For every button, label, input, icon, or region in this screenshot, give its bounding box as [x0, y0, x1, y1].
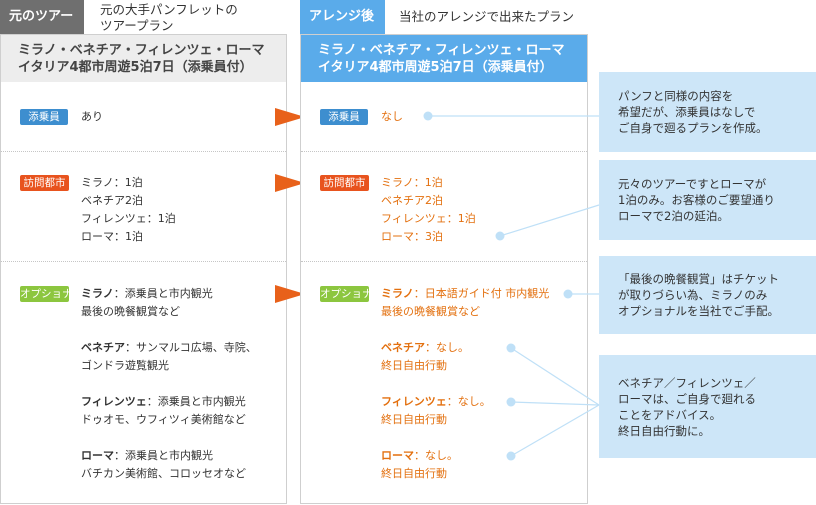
list-item: ベネチア2泊 [81, 194, 143, 207]
arrow-right-icon [275, 108, 305, 126]
arranged-guide-value: なし [381, 110, 403, 123]
list-item: ミラノ：1泊 [381, 176, 443, 189]
list-item: フィレンツェ：1泊 [81, 212, 176, 225]
cities-badge: 訪問都市 [20, 175, 69, 191]
arrow-right-icon [275, 174, 305, 192]
original-optional-roma: ローマ：添乗員と市内観光 バチカン美術館、コロッセオなど [81, 449, 246, 480]
arranged-optional-venezia: ベネチア：なし。 終日自由行動 [381, 341, 469, 372]
list-item: ミラノ：1泊 [81, 176, 143, 189]
section-divider [1, 151, 286, 152]
list-item: フィレンツェ：1泊 [381, 212, 476, 225]
note-box-optional-others: ベネチア／フィレンツェ／ ローマは、ご自身で廻れる ことをアドバイス。 終日自由… [599, 355, 816, 458]
guide-badge: 添乗員 [320, 109, 368, 125]
original-tour-tag: 元のツアー [0, 0, 84, 34]
arranged-tour-panel: ミラノ・ベネチア・フィレンツェ・ローマ イタリア4都市周遊5泊7日（添乗員付） … [300, 34, 588, 504]
original-tour-panel: ミラノ・ベネチア・フィレンツェ・ローマ イタリア4都市周遊5泊7日（添乗員付） … [0, 34, 287, 504]
original-cities-list: ミラノ：1泊 ベネチア2泊 フィレンツェ：1泊 ローマ：1泊 [81, 174, 176, 246]
original-optional-venezia: ベネチア：サンマルコ広場、寺院、 ゴンドラ遊覧観光 [81, 341, 257, 372]
list-item: ローマ：1泊 [81, 230, 143, 243]
note-box-guide: パンフと同様の内容を 希望だが、添乗員はなしで ご自身で廻るプランを作成。 [599, 72, 816, 152]
arranged-tour-tag: アレンジ後 [300, 0, 385, 34]
section-divider [301, 151, 587, 152]
arranged-tour-description: 当社のアレンジで出来たプラン [399, 9, 575, 24]
list-item: ベネチア2泊 [381, 194, 443, 207]
arranged-optional-firenze: フィレンツェ：なし。 終日自由行動 [381, 395, 491, 426]
section-divider [301, 261, 587, 262]
arranged-cities-list: ミラノ：1泊 ベネチア2泊 フィレンツェ：1泊 ローマ：3泊 [381, 174, 476, 246]
optional-badge: オプショナル [320, 286, 383, 302]
note-box-cities: 元々のツアーですとローマが 1泊のみ。お客様のご要望通り ローマで2泊の延泊。 [599, 160, 816, 240]
section-divider [1, 261, 286, 262]
cities-badge: 訪問都市 [320, 175, 369, 191]
arranged-optional-milano: ミラノ：日本語ガイド付 市内観光 最後の晩餐観賞など [381, 287, 550, 318]
guide-badge: 添乗員 [20, 109, 68, 125]
arranged-tour-title: ミラノ・ベネチア・フィレンツェ・ローマ イタリア4都市周遊5泊7日（添乗員付） [301, 35, 587, 82]
note-box-optional-milano: 「最後の晩餐観賞」はチケット が取りづらい為、ミラノのみ オプショナルを当社でご… [599, 256, 816, 334]
optional-badge: オプショナル [20, 286, 83, 302]
original-guide-value: あり [81, 110, 103, 123]
original-tour-description: 元の大手パンフレットの ツアープラン [100, 2, 238, 33]
arrow-right-icon [275, 285, 305, 303]
list-item: ローマ：3泊 [381, 230, 443, 243]
original-optional-milano: ミラノ：添乗員と市内観光 最後の晩餐観賞など [81, 287, 213, 318]
original-tour-title: ミラノ・ベネチア・フィレンツェ・ローマ イタリア4都市周遊5泊7日（添乗員付） [1, 35, 286, 82]
arranged-optional-roma: ローマ：なし。 終日自由行動 [381, 449, 458, 480]
original-optional-firenze: フィレンツェ：添乗員と市内観光 ドゥオモ、ウフィツィ美術館など [81, 395, 246, 426]
